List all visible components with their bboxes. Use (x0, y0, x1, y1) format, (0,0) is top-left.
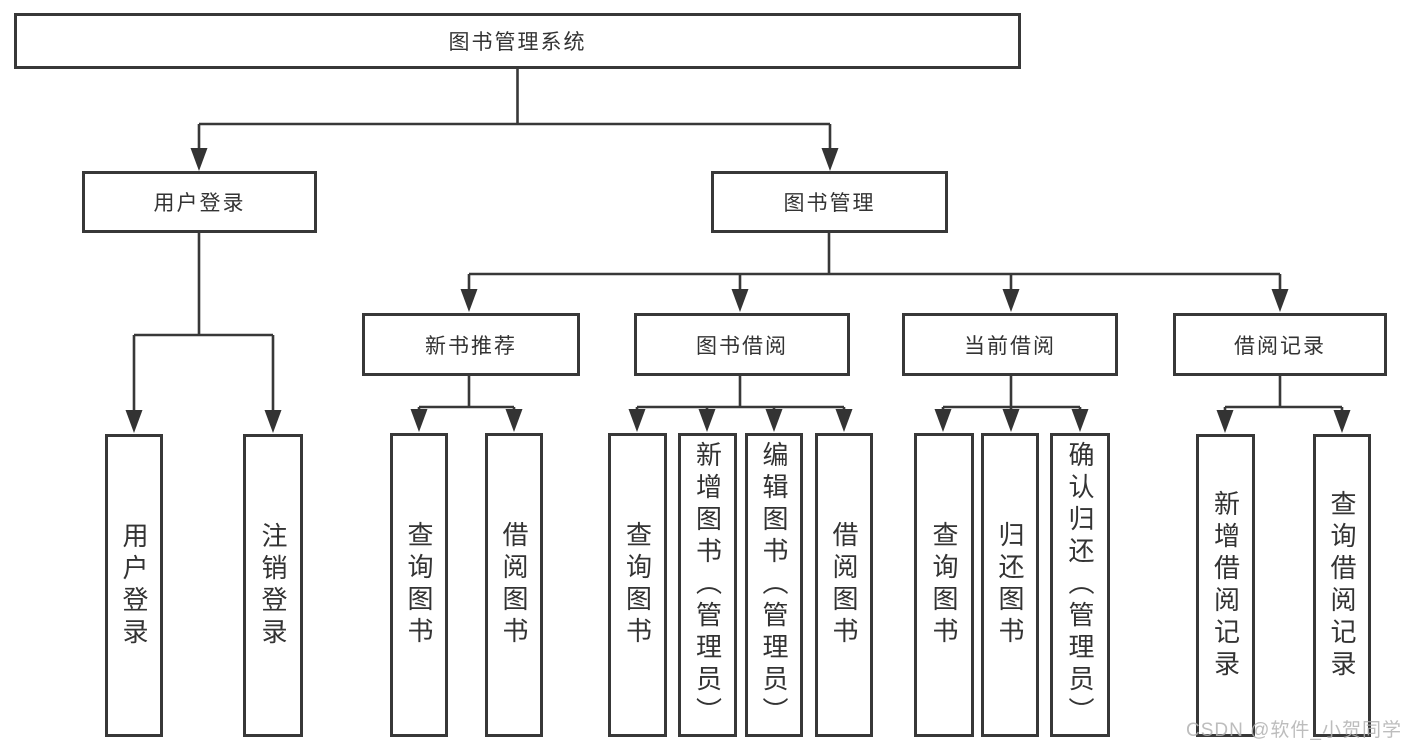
node-book-borrow: 图书借阅 (634, 313, 850, 376)
node-root-label: 图书管理系统 (448, 31, 587, 54)
leaf-bb-borrow-books: 借阅图书 (815, 433, 873, 737)
leaf-bb-edit-books-admin: 编辑图书（管理员） (745, 433, 803, 737)
node-current-borrow: 当前借阅 (902, 313, 1118, 376)
arrowhead-user-login (190, 148, 208, 171)
leaf-logout: 注销登录 (243, 434, 303, 737)
node-root: 图书管理系统 (14, 13, 1021, 69)
arrowhead-bb-borrow (835, 409, 853, 432)
connector-root-split (197, 68, 832, 150)
leaf-nbr-borrow-books-label: 借阅图书 (499, 521, 529, 649)
node-current-borrow-label: 当前借阅 (964, 334, 1056, 358)
arrowhead-book-borrow (731, 289, 749, 312)
leaf-br-query-record-label: 查询借阅记录 (1327, 489, 1357, 682)
arrowhead-br-query (1333, 410, 1351, 433)
arrowhead-leaf-logout (264, 410, 282, 433)
leaf-cb-confirm-return-admin-label: 确认归还（管理员） (1065, 441, 1095, 729)
leaf-br-add-record: 新增借阅记录 (1196, 434, 1255, 737)
leaf-nbr-borrow-books: 借阅图书 (485, 433, 543, 737)
leaf-bb-query-books-label: 查询图书 (622, 521, 653, 649)
node-book-management-label: 图书管理 (783, 192, 876, 215)
arrowhead-current-borrow (1002, 289, 1020, 312)
arrowhead-bb-query (628, 409, 646, 432)
node-book-borrow-label: 图书借阅 (696, 334, 788, 358)
connector-user-login-split (132, 233, 275, 412)
arrowhead-leaf-user-login (125, 410, 143, 433)
arrowhead-br-add (1216, 410, 1234, 433)
arrowhead-book-management (821, 148, 839, 171)
leaf-cb-return-books: 归还图书 (981, 433, 1039, 737)
arrowhead-bb-add (698, 409, 716, 432)
leaf-cb-confirm-return-admin: 确认归还（管理员） (1050, 433, 1110, 737)
connector-current-borrow-split (941, 376, 1082, 410)
arrowhead-nbr-borrow (505, 409, 523, 432)
leaf-br-query-record: 查询借阅记录 (1313, 434, 1371, 737)
arrowhead-cb-return (1002, 409, 1020, 432)
connector-borrow-records-split (1223, 376, 1344, 411)
leaf-br-add-record-label: 新增借阅记录 (1210, 489, 1241, 682)
csdn-watermark: CSDN @软件_小贺同学 (1186, 720, 1402, 741)
node-user-login: 用户登录 (82, 171, 317, 233)
leaf-bb-add-books-admin-label: 新增图书（管理员） (692, 441, 723, 729)
leaf-nbr-query-books: 查询图书 (390, 433, 448, 737)
leaf-bb-borrow-books-label: 借阅图书 (829, 521, 859, 649)
arrowhead-cb-query (934, 409, 952, 432)
leaf-logout-label: 注销登录 (258, 521, 288, 650)
leaf-bb-query-books: 查询图书 (608, 433, 667, 737)
node-borrow-records-label: 借阅记录 (1234, 334, 1326, 358)
leaf-cb-query-books-label: 查询图书 (929, 521, 959, 649)
node-new-book-recommend-label: 新书推荐 (425, 334, 517, 358)
arrowhead-nbr-query (410, 409, 428, 432)
arrowhead-new-book-recommend (460, 289, 478, 312)
node-new-book-recommend: 新书推荐 (362, 313, 580, 376)
leaf-user-login: 用户登录 (105, 434, 163, 737)
leaf-cb-return-books-label: 归还图书 (995, 521, 1025, 649)
connector-book-management-split (467, 233, 1282, 291)
node-borrow-records: 借阅记录 (1173, 313, 1387, 376)
leaf-bb-add-books-admin: 新增图书（管理员） (678, 433, 737, 737)
connector-new-book-recommend-split (417, 376, 516, 410)
node-user-login-label: 用户登录 (153, 192, 246, 215)
leaf-nbr-query-books-label: 查询图书 (404, 521, 434, 649)
leaf-cb-query-books: 查询图书 (914, 433, 974, 737)
node-book-management: 图书管理 (711, 171, 948, 233)
arrowhead-cb-confirm (1071, 409, 1089, 432)
leaf-user-login-label: 用户登录 (119, 521, 149, 650)
connector-book-borrow-split (635, 376, 846, 410)
arrowhead-borrow-records (1271, 289, 1289, 312)
arrowhead-bb-edit (765, 409, 783, 432)
leaf-bb-edit-books-admin-label: 编辑图书（管理员） (759, 441, 789, 729)
